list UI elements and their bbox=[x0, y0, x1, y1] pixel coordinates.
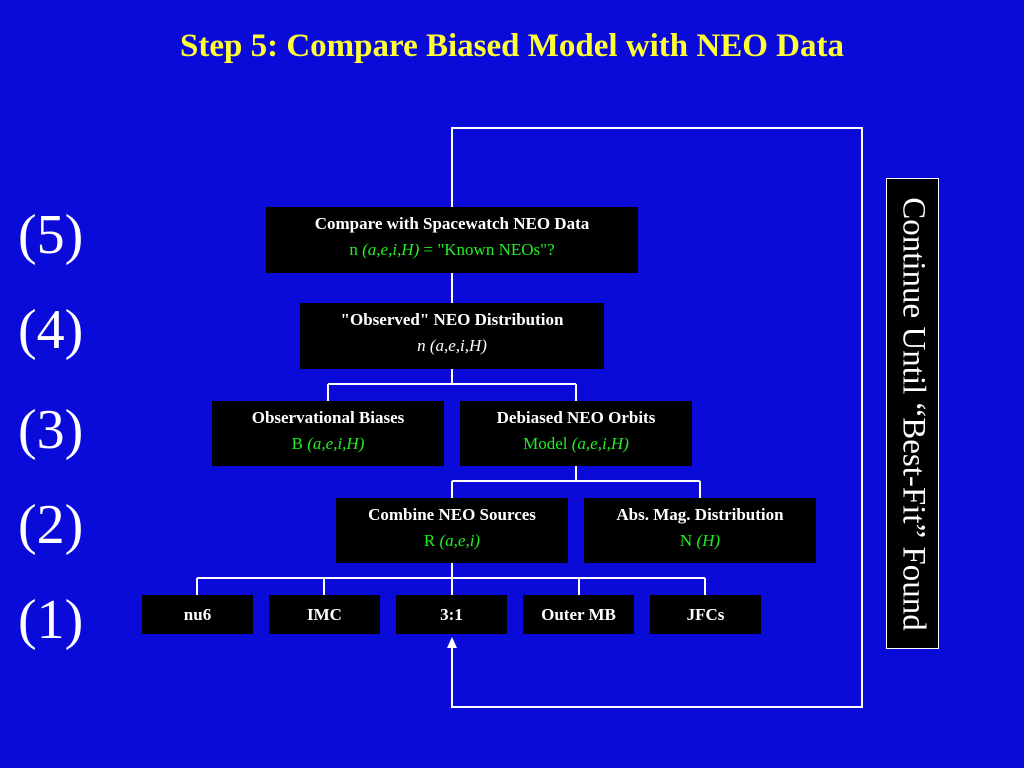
step-label-4: (4) bbox=[18, 299, 84, 361]
observed-box-formula: n (a,e,i,H) bbox=[417, 336, 487, 355]
continue-label-box: Continue Until “Best-Fit” Found bbox=[886, 178, 939, 649]
biases-box: Observational Biases B (a,e,i,H) bbox=[212, 401, 444, 466]
step-label-5: (5) bbox=[18, 204, 84, 266]
feedback-arrowhead bbox=[447, 637, 457, 648]
absmag-box: Abs. Mag. Distribution N (H) bbox=[584, 498, 816, 563]
compare-box: Compare with Spacewatch NEO Data n (a,e,… bbox=[266, 207, 638, 273]
biases-box-formula: B (a,e,i,H) bbox=[291, 434, 365, 453]
debiased-box-title: Debiased NEO Orbits bbox=[496, 408, 656, 427]
source-box-jfcs: JFCs bbox=[650, 595, 761, 634]
observed-box: "Observed" NEO Distribution n (a,e,i,H) bbox=[300, 303, 604, 369]
absmag-box-title: Abs. Mag. Distribution bbox=[616, 505, 784, 524]
source-box-nu6: nu6 bbox=[142, 595, 253, 634]
step-label-3: (3) bbox=[18, 399, 84, 461]
continue-label: Continue Until “Best-Fit” Found bbox=[895, 196, 931, 631]
compare-box-formula: n (a,e,i,H) = "Known NEOs"? bbox=[349, 240, 555, 259]
debiased-box: Debiased NEO Orbits Model (a,e,i,H) bbox=[460, 401, 692, 466]
combine-box: Combine NEO Sources R (a,e,i) bbox=[336, 498, 568, 563]
compare-box-title: Compare with Spacewatch NEO Data bbox=[314, 214, 590, 233]
source-box-3-1: 3:1 bbox=[396, 595, 507, 634]
step-label-2: (2) bbox=[18, 494, 84, 556]
debiased-box-formula: Model (a,e,i,H) bbox=[523, 434, 629, 453]
combine-box-title: Combine NEO Sources bbox=[368, 505, 536, 524]
biases-box-title: Observational Biases bbox=[251, 408, 405, 427]
absmag-box-formula: N (H) bbox=[679, 531, 721, 550]
observed-box-title: "Observed" NEO Distribution bbox=[340, 310, 564, 329]
feedback-loop-top bbox=[451, 127, 863, 708]
slide-title: Step 5: Compare Biased Model with NEO Da… bbox=[180, 28, 844, 64]
source-box-imc: IMC bbox=[269, 595, 380, 634]
source-box-outer-mb: Outer MB bbox=[523, 595, 634, 634]
step-label-1: (1) bbox=[18, 589, 84, 651]
combine-box-formula: R (a,e,i) bbox=[423, 531, 481, 550]
